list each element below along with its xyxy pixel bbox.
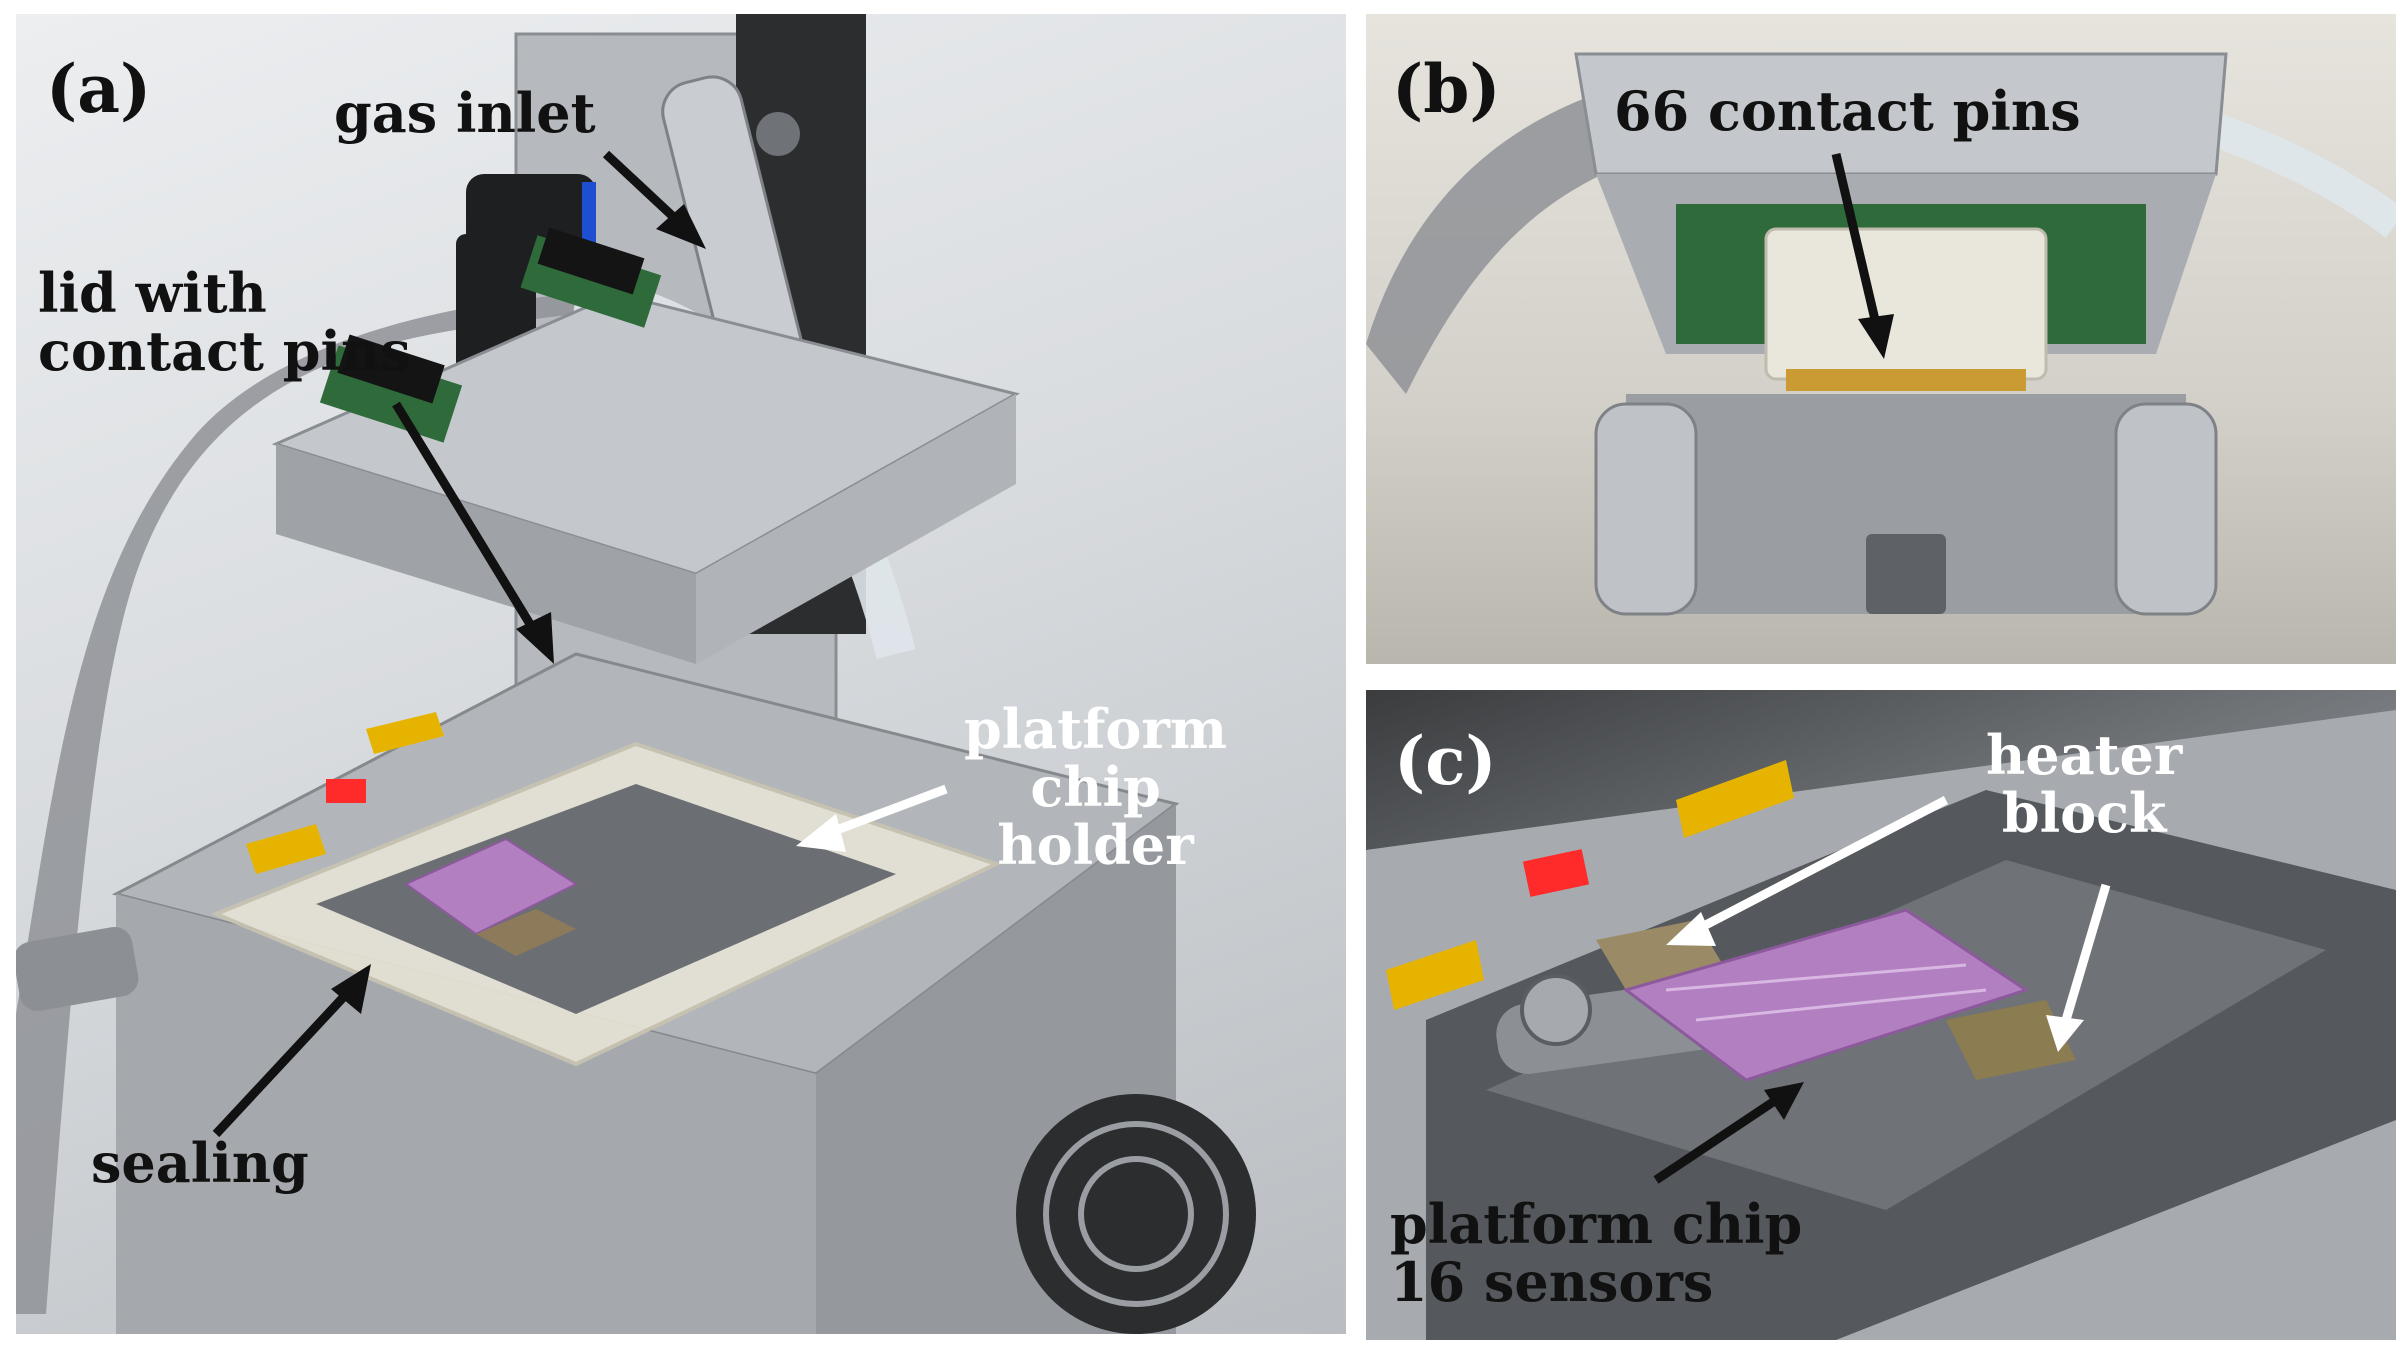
warning-sticker	[1676, 760, 1794, 838]
fan-grill	[1078, 1156, 1194, 1272]
label-platform-chip-holder: platform chip holder	[964, 697, 1228, 877]
fan-grill	[1043, 1121, 1229, 1307]
platform-chip	[1622, 908, 2030, 1082]
warning-sticker	[366, 712, 444, 754]
arrowhead-heater-left	[1666, 912, 1716, 946]
arrowhead-platform	[796, 814, 846, 852]
arrow-chip	[1653, 1096, 1779, 1184]
panel-b-scene	[1366, 52, 2396, 616]
arrow-gas-inlet	[602, 150, 685, 228]
platform-chip	[404, 837, 579, 936]
arrow-heater-right	[2061, 883, 2111, 1022]
arrowhead-heater-right	[2046, 1015, 2084, 1052]
label-sealing: sealing	[91, 1131, 309, 1195]
panel-a-letter: (a)	[46, 50, 152, 128]
label-heater-block: heater block	[1986, 723, 2183, 845]
gas-inlet-ring	[582, 182, 596, 246]
arrow-sealing	[212, 985, 355, 1138]
ribbon-cable	[1366, 94, 1626, 394]
panel-c-photo: (c) heater block platform chip 16 sensor…	[1366, 690, 2396, 1340]
hinge-left	[1594, 402, 1698, 616]
annotation-arrows	[212, 150, 706, 1138]
hinge-right	[2114, 402, 2218, 616]
arrow-heater-left	[1693, 796, 1949, 934]
status-led	[1522, 849, 1590, 897]
annotation-arrows-light	[1666, 796, 2111, 1052]
annotation-arrows	[1831, 152, 1894, 359]
warning-sticker	[1386, 940, 1484, 1010]
label-gas-inlet: gas inlet	[334, 81, 596, 145]
arrowhead-chip	[1764, 1082, 1804, 1120]
contact-pins-upper	[1786, 369, 2026, 391]
chip-traces	[1695, 988, 1987, 1022]
label-66-contact-pins: 66 contact pins	[1614, 79, 2081, 143]
arrowhead-gas-inlet	[656, 204, 706, 249]
arrowhead-pins	[1858, 314, 1894, 359]
arrow-platform	[824, 784, 948, 839]
pin-holder	[1764, 227, 2048, 381]
annotation-arrows	[1653, 1082, 1804, 1184]
chip-holder-recess	[316, 784, 896, 1014]
chip-traces	[1665, 963, 1967, 992]
heater-block-right	[1946, 1000, 2076, 1080]
lid-side	[696, 394, 1016, 664]
clamp-screw	[1520, 974, 1592, 1046]
connector-right	[537, 227, 645, 295]
connector-left	[337, 334, 445, 404]
annotation-arrows-light	[796, 784, 948, 852]
hinge-screw	[756, 112, 800, 156]
cooling-fan	[1016, 1094, 1256, 1334]
heater-block	[476, 909, 576, 956]
latch	[1866, 534, 1946, 614]
panel-a-photo: (a) gas inlet lid with contact pins plat…	[16, 14, 1346, 1334]
knurled-knob	[16, 926, 139, 1012]
base-front	[116, 894, 816, 1334]
arrow-lid	[392, 401, 540, 637]
label-platform-chip-16-sensors: platform chip 16 sensors	[1390, 1192, 1803, 1314]
holder-plate	[1486, 860, 2326, 1210]
panel-b-photo: (b) 66 contact pins	[1366, 14, 2396, 664]
arrow-pins	[1831, 152, 1881, 326]
panel-a-scene	[16, 14, 1256, 1334]
panel-c-scene	[1366, 710, 2396, 1340]
panel-b-letter: (b)	[1392, 50, 1501, 128]
arrowhead-sealing	[331, 964, 371, 1014]
panel-c-letter: (c)	[1394, 722, 1497, 800]
status-led	[326, 779, 366, 803]
label-lid-with-contact-pins: lid with contact pins	[38, 261, 411, 383]
warning-sticker	[246, 824, 326, 874]
arrowhead-lid	[516, 612, 554, 664]
